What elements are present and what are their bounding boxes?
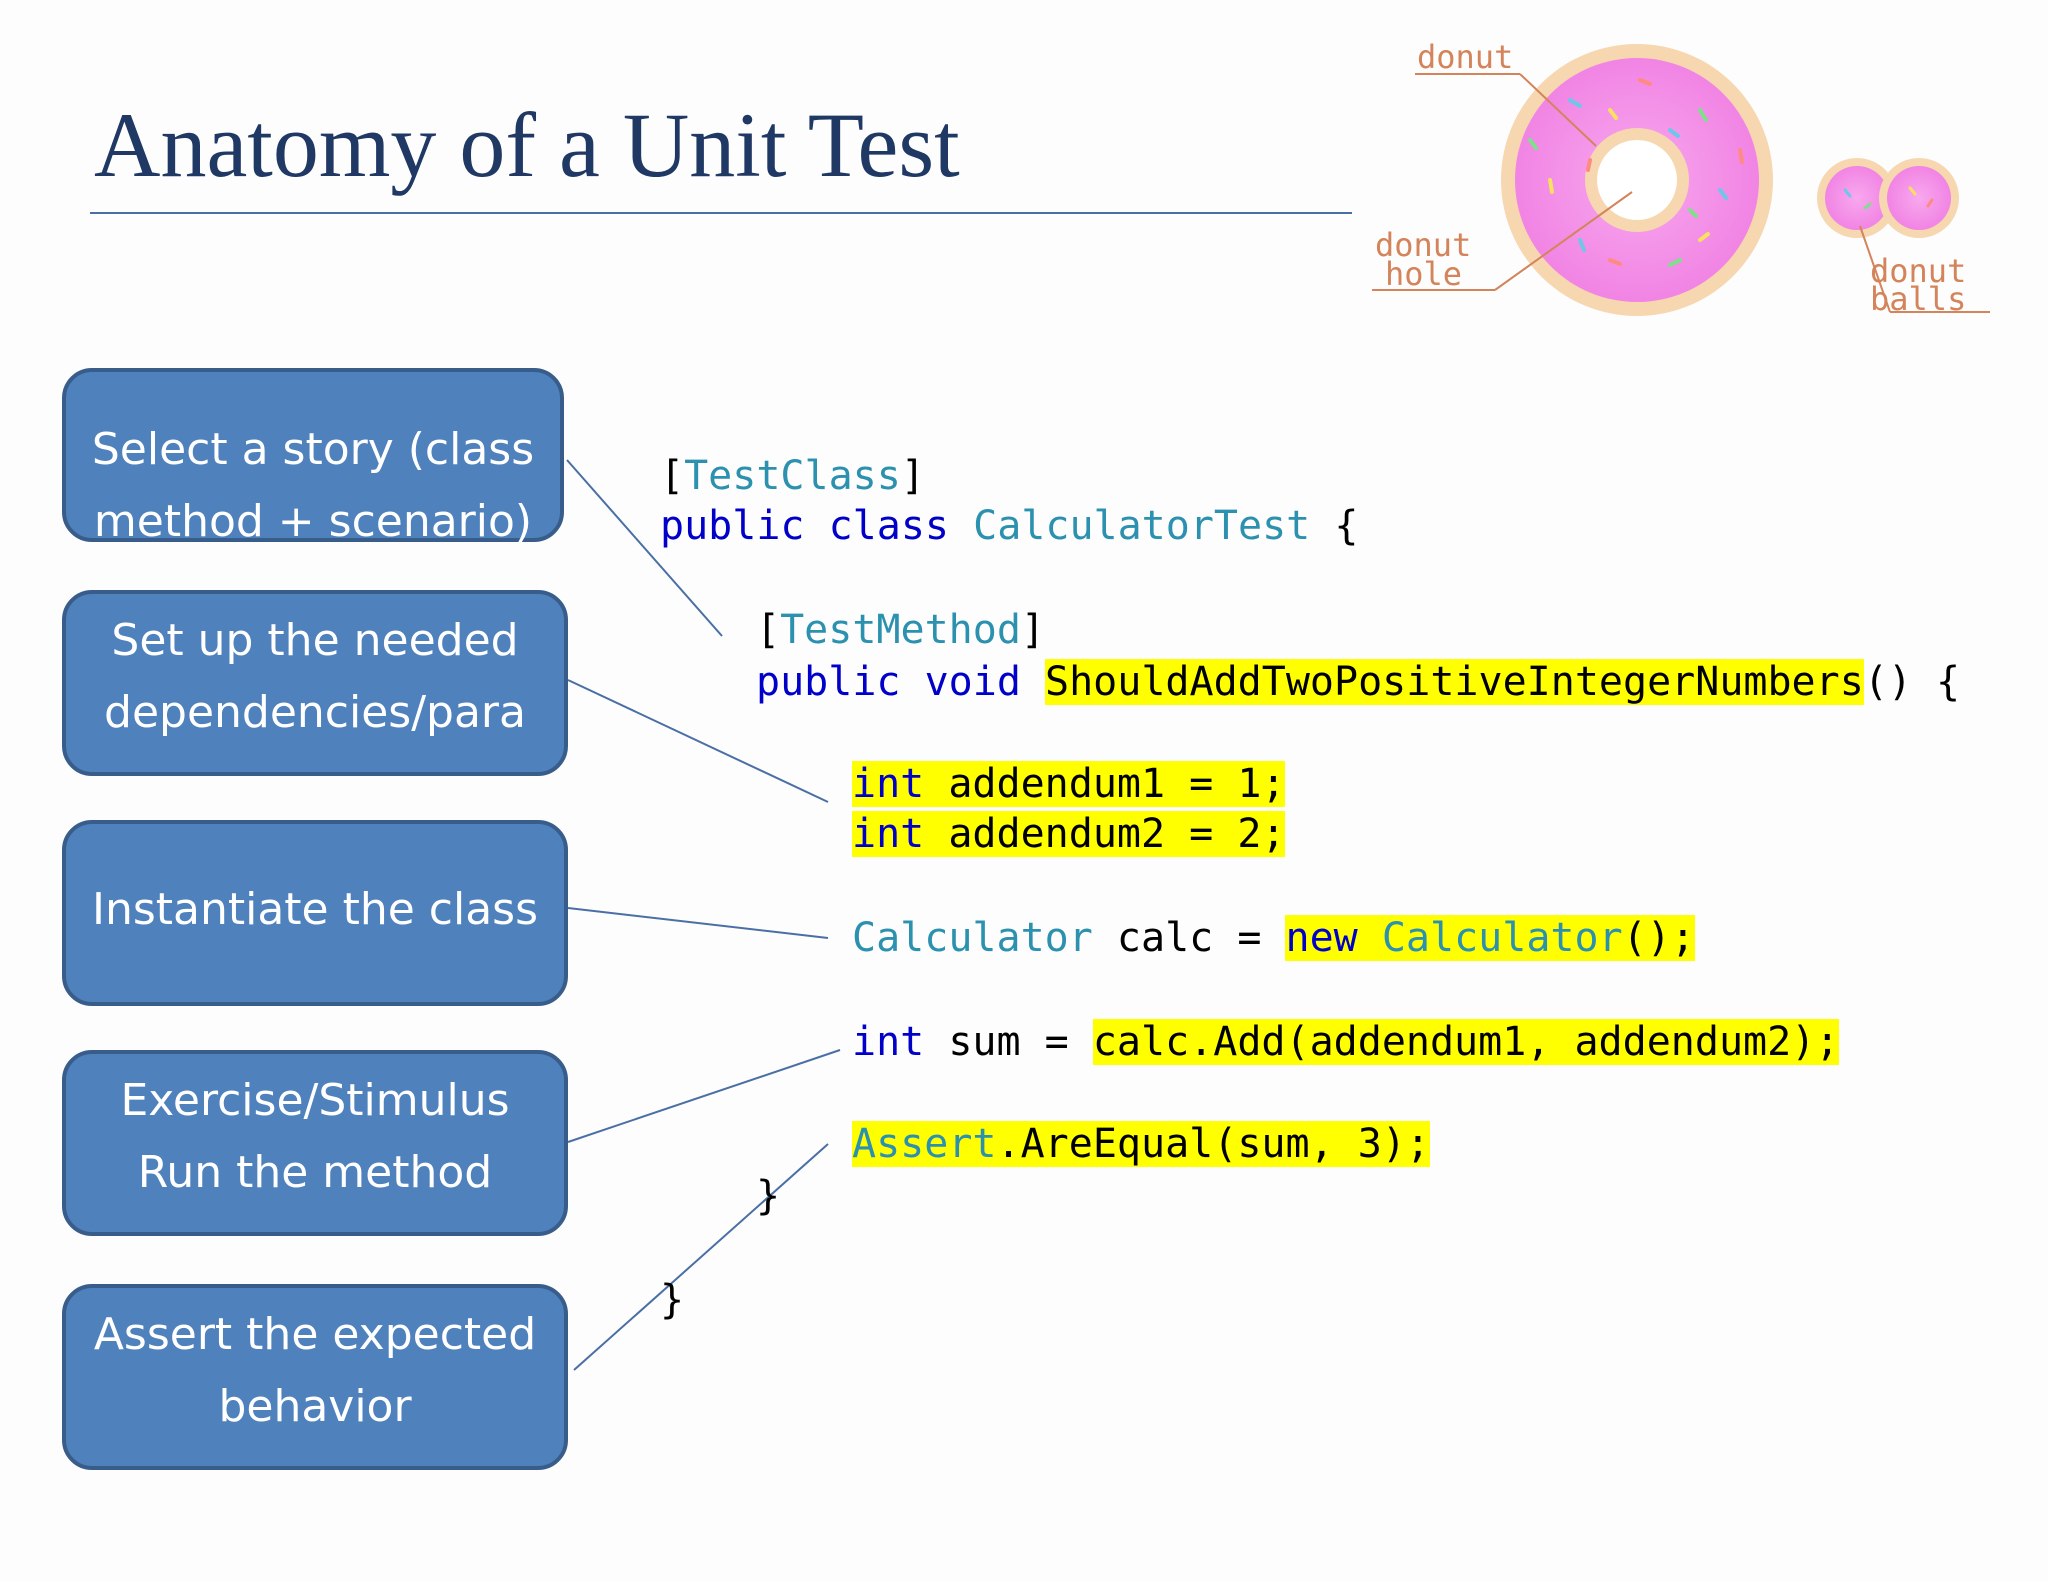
donut-hole-label-line1: donut — [1375, 226, 1471, 264]
title-divider — [90, 212, 1352, 214]
step-exercise-stimulus: Exercise/Stimulus Run the method — [62, 1050, 568, 1236]
code-line-instantiate: Calculator calc = new Calculator(); — [852, 914, 1695, 962]
step-label-line2: method + scenario) — [93, 496, 533, 547]
code-line-assert: Assert.AreEqual(sum, 3); — [852, 1120, 1430, 1168]
step-label-line1: Assert the expected — [93, 1309, 537, 1360]
code-text: addendum2 = 2; — [924, 811, 1286, 857]
code-line-testmethod-attr: [TestMethod] — [756, 607, 1046, 653]
keyword: int — [852, 811, 925, 857]
step-label-line1: Instantiate the class — [91, 884, 539, 935]
keyword: int — [852, 1019, 925, 1065]
step-select-story: Select a story (class method + scenario) — [62, 368, 564, 547]
slide-title: Anatomy of a Unit Test — [94, 94, 960, 196]
attribute-name: TestMethod — [780, 607, 1021, 653]
step-label-line1: Set up the needed — [111, 615, 519, 666]
step-setup-dependencies: Set up the needed dependencies/para — [62, 590, 568, 776]
code-line-method-declaration: public void ShouldAddTwoPositiveIntegerN… — [756, 658, 1960, 706]
closing-brace: } — [756, 1173, 781, 1219]
highlighted-code: calc.Add(addendum1, addendum2); — [1092, 1019, 1840, 1065]
step-label-line1: Exercise/Stimulus — [120, 1075, 510, 1126]
step-label-line1: Select a story (class — [91, 424, 535, 475]
keyword: public — [660, 503, 805, 549]
step-label-line2: dependencies/para — [104, 687, 526, 738]
donut-icon — [1501, 44, 1773, 316]
code-line-addendum2: int addendum2 = 2; — [852, 810, 1286, 858]
type-name: Calculator — [1381, 915, 1623, 961]
code-text: { — [1310, 503, 1359, 549]
code-text: (); — [1622, 915, 1695, 961]
highlighted-code: int addendum1 = 1; — [852, 761, 1286, 807]
donut-balls-label-line2: balls — [1870, 280, 1966, 318]
attribute-name: TestClass — [684, 453, 901, 499]
step-label-line2: behavior — [218, 1381, 412, 1432]
code-text: () { — [1863, 659, 1961, 705]
code-text: .AreEqual(sum, 3); — [996, 1121, 1430, 1167]
code-text: sum = — [924, 1019, 1093, 1065]
class-name: CalculatorTest — [973, 503, 1311, 549]
donut-balls-label-line1: donut — [1870, 252, 1966, 290]
highlighted-code: new Calculator(); — [1285, 915, 1695, 961]
donut-label: donut — [1417, 40, 1513, 76]
step-label-line2: Run the method — [137, 1147, 493, 1198]
donut-illustration: donut donut hole donut balls — [1372, 40, 1990, 318]
donut-hole-label-line2: hole — [1385, 255, 1462, 293]
code-text: calc = — [1092, 915, 1286, 961]
type-name: Calculator — [852, 915, 1093, 961]
keyword: class — [828, 503, 950, 549]
keyword: int — [852, 761, 925, 807]
code-line-testclass-attr: [TestClass] — [660, 453, 925, 499]
code-line-method-close: } — [756, 1172, 780, 1220]
step-instantiate-class: Instantiate the class — [62, 820, 568, 1006]
donut-balls-icon — [1817, 158, 1959, 238]
keyword: new — [1285, 915, 1358, 961]
step-assert-behavior: Assert the expected behavior — [62, 1284, 568, 1470]
closing-brace: } — [660, 1277, 685, 1323]
type-name: Assert — [852, 1121, 997, 1167]
highlighted-code: int addendum2 = 2; — [852, 811, 1286, 857]
keyword: void — [924, 659, 1021, 705]
code-line-class-declaration: public class CalculatorTest { — [660, 502, 1358, 550]
method-name: ShouldAddTwoPositiveIntegerNumbers — [1045, 659, 1864, 705]
code-line-exercise: int sum = calc.Add(addendum1, addendum2)… — [852, 1018, 1840, 1066]
highlighted-code: Assert.AreEqual(sum, 3); — [852, 1121, 1430, 1167]
code-text: addendum1 = 1; — [924, 761, 1286, 807]
code-line-class-close: } — [660, 1276, 684, 1324]
code-line-addendum1: int addendum1 = 1; — [852, 760, 1286, 808]
keyword: public — [756, 659, 901, 705]
